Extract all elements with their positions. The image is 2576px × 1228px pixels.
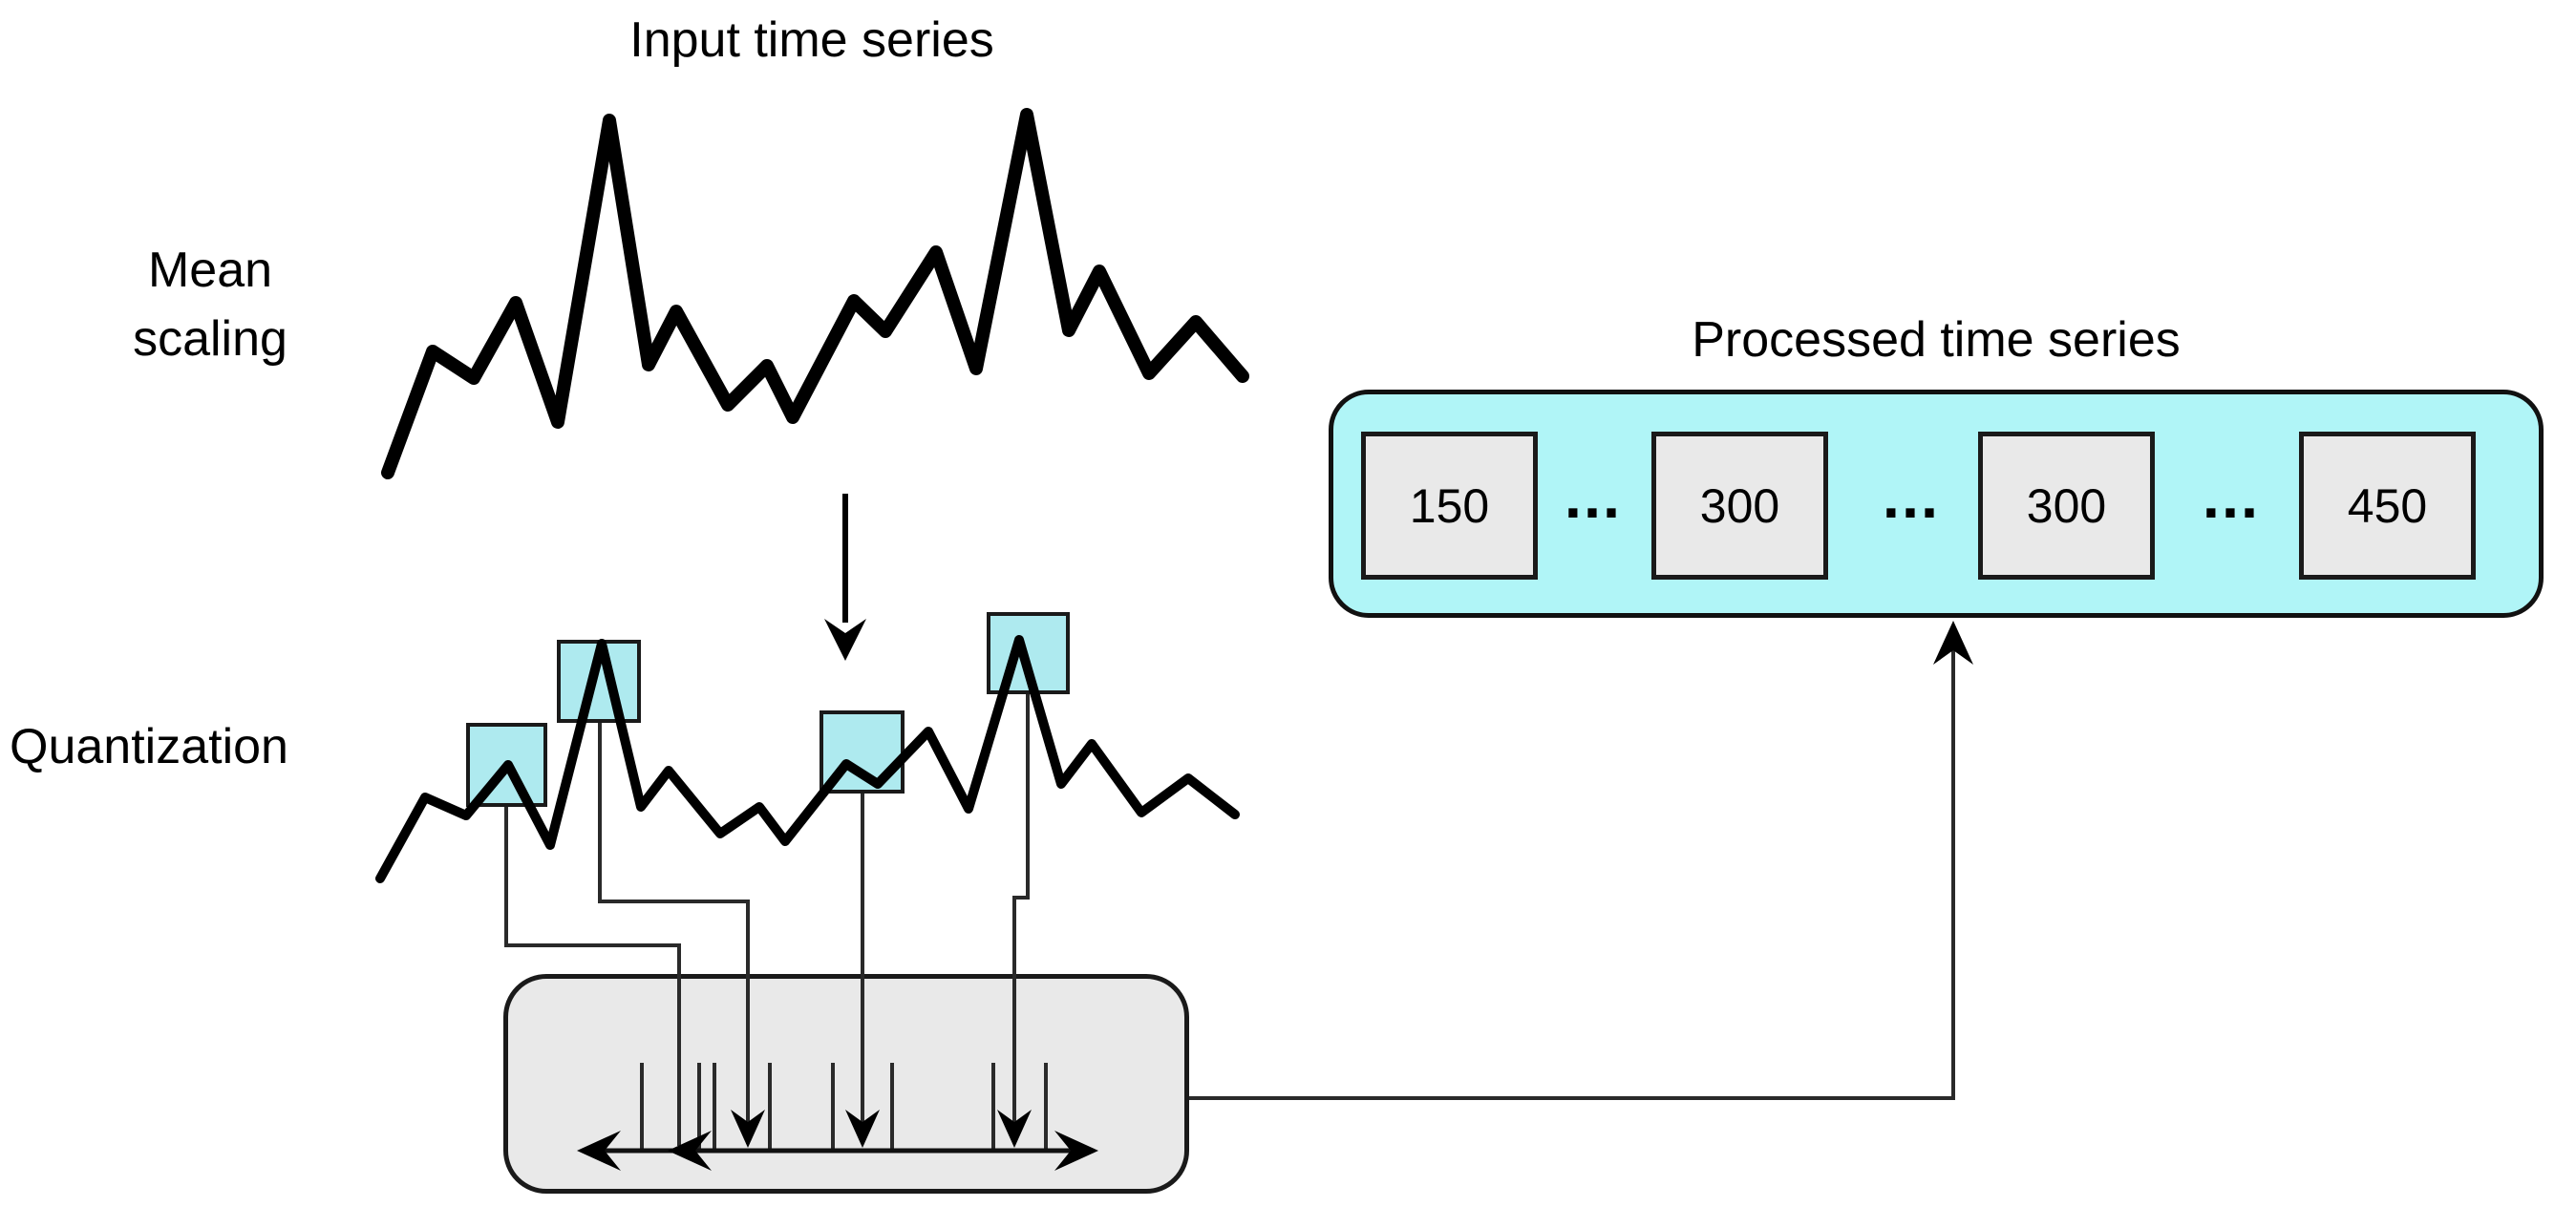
highlight-box-2 <box>557 640 641 723</box>
ellipsis-separator: ... <box>2202 461 2261 531</box>
highlight-box-1 <box>466 723 547 807</box>
mean-scaling-label: Mean scaling <box>133 243 287 367</box>
output-connector-line <box>1189 630 1955 1100</box>
ellipsis-separator: ... <box>1564 461 1623 531</box>
value-cell: 450 <box>2299 432 2476 580</box>
quantizer-box <box>503 974 1189 1194</box>
up-arrow-icon <box>1933 621 1973 665</box>
input-series-title: Input time series <box>629 12 994 68</box>
ellipsis-separator: ... <box>1882 461 1941 531</box>
processed-series-title: Processed time series <box>1692 312 2181 368</box>
value-cell: 300 <box>1651 432 1828 580</box>
quantization-label: Quantization <box>10 719 288 774</box>
down-arrow-icon <box>824 619 866 661</box>
highlight-box-3 <box>820 710 905 794</box>
highlight-box-4 <box>987 612 1070 694</box>
value-cell: 150 <box>1361 432 1538 580</box>
processed-series-container: 150 ... 300 ... 300 ... 450 <box>1329 390 2544 618</box>
value-cell: 300 <box>1978 432 2155 580</box>
input-time-series-line <box>381 108 1249 479</box>
